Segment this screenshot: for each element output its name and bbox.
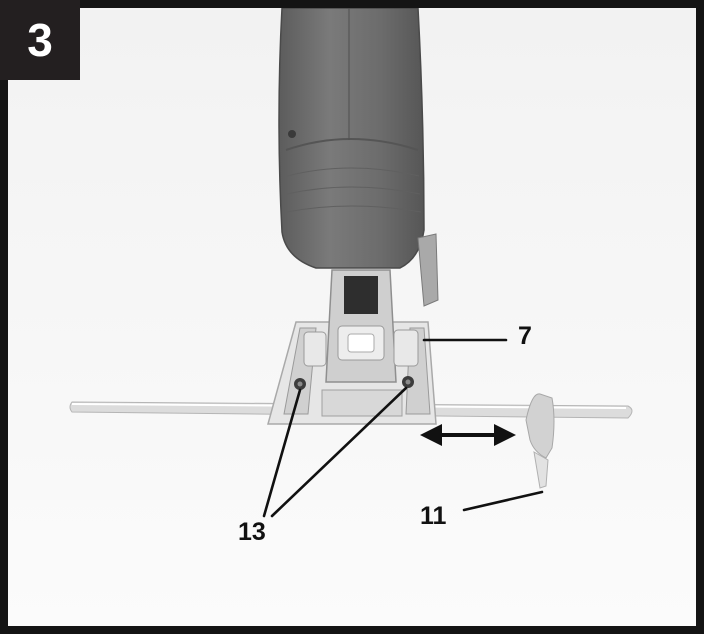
jigsaw-body — [278, 8, 439, 307]
callout-rip-fence-label: 11 — [420, 502, 447, 530]
double-arrow — [420, 424, 516, 446]
leader-lines — [262, 338, 544, 518]
jigsaw-photo — [8, 8, 696, 626]
step-number-badge: 3 — [0, 0, 80, 80]
blade-holder — [303, 269, 419, 383]
callout-guide-screws-label: 13 — [238, 518, 266, 546]
guide-screws — [294, 376, 414, 390]
callout-base-plate-label: 7 — [518, 322, 532, 350]
